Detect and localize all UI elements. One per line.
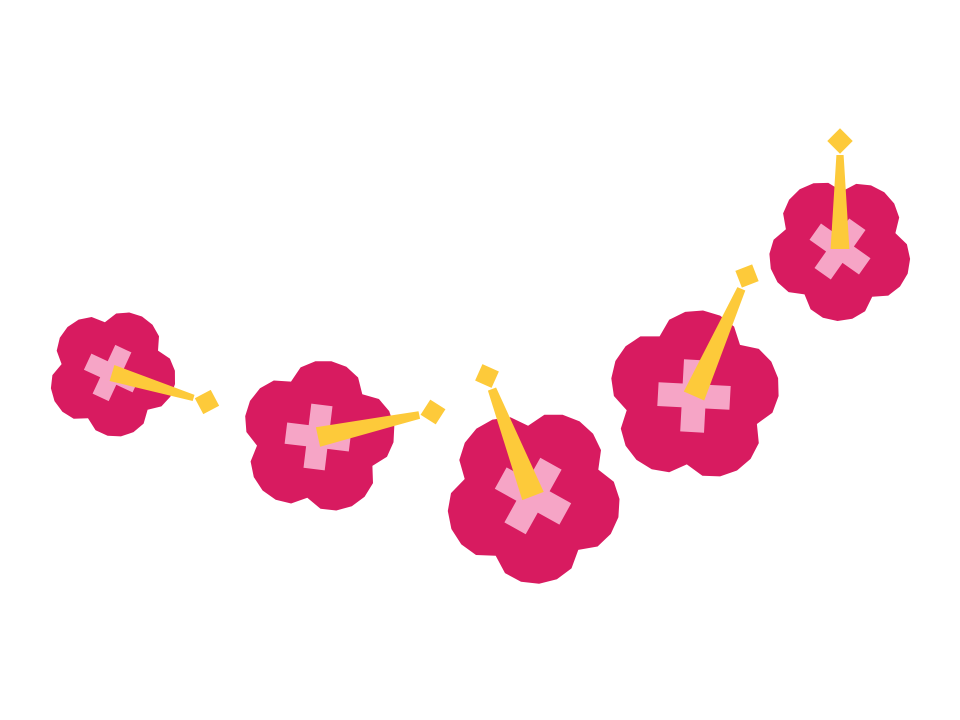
stamen-icon	[109, 365, 220, 415]
anther-tip-icon	[194, 389, 220, 415]
stamen-icon	[315, 399, 446, 447]
stamen-icon	[683, 264, 759, 401]
hibiscus-flower-3	[447, 364, 620, 584]
hibiscus-flower-2	[245, 361, 446, 511]
hibiscus-flower-1	[50, 312, 220, 437]
hibiscus-flower-5	[769, 128, 911, 321]
anther-tip-icon	[475, 364, 499, 388]
hibiscus-flower-4	[611, 264, 779, 477]
anther-tip-icon	[735, 264, 759, 288]
stamen-icon	[475, 364, 544, 501]
anther-tip-icon	[827, 128, 853, 154]
stamen-icon	[827, 128, 853, 249]
anther-tip-icon	[420, 399, 446, 425]
